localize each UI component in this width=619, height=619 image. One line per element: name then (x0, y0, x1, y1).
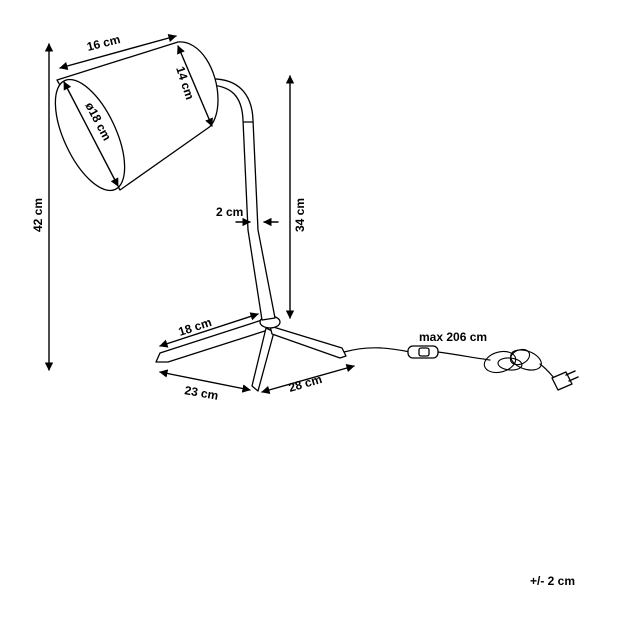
power-cable-2 (437, 351, 491, 361)
power-cable (343, 347, 411, 353)
label-base-right: 28 cm (287, 372, 324, 395)
dim-line-shade-diameter (63, 81, 119, 187)
label-cable-length: max 206 cm (419, 330, 487, 344)
label-shade-width: 16 cm (85, 32, 121, 54)
lamp-arm (209, 78, 276, 321)
base-leg-front (251, 327, 275, 392)
label-tolerance: +/- 2 cm (530, 574, 575, 588)
cable-coil (483, 348, 542, 374)
switch-button (418, 347, 430, 357)
base-leg-right (269, 325, 347, 359)
label-base-front: 23 cm (183, 383, 219, 403)
dim-line-shade-depth (177, 45, 213, 127)
label-arm-diameter: 2 cm (216, 205, 243, 219)
label-arm-height: 34 cm (293, 198, 307, 232)
dim-line-base-right (261, 364, 355, 394)
dimension-lines (44, 33, 355, 394)
dim-line-base-front (159, 369, 251, 393)
power-plug (551, 370, 579, 391)
lamp-illustration (54, 41, 579, 392)
dim-line-base-back (159, 312, 259, 348)
dim-line-shade-width (59, 33, 177, 71)
label-total-height: 42 cm (31, 198, 45, 232)
